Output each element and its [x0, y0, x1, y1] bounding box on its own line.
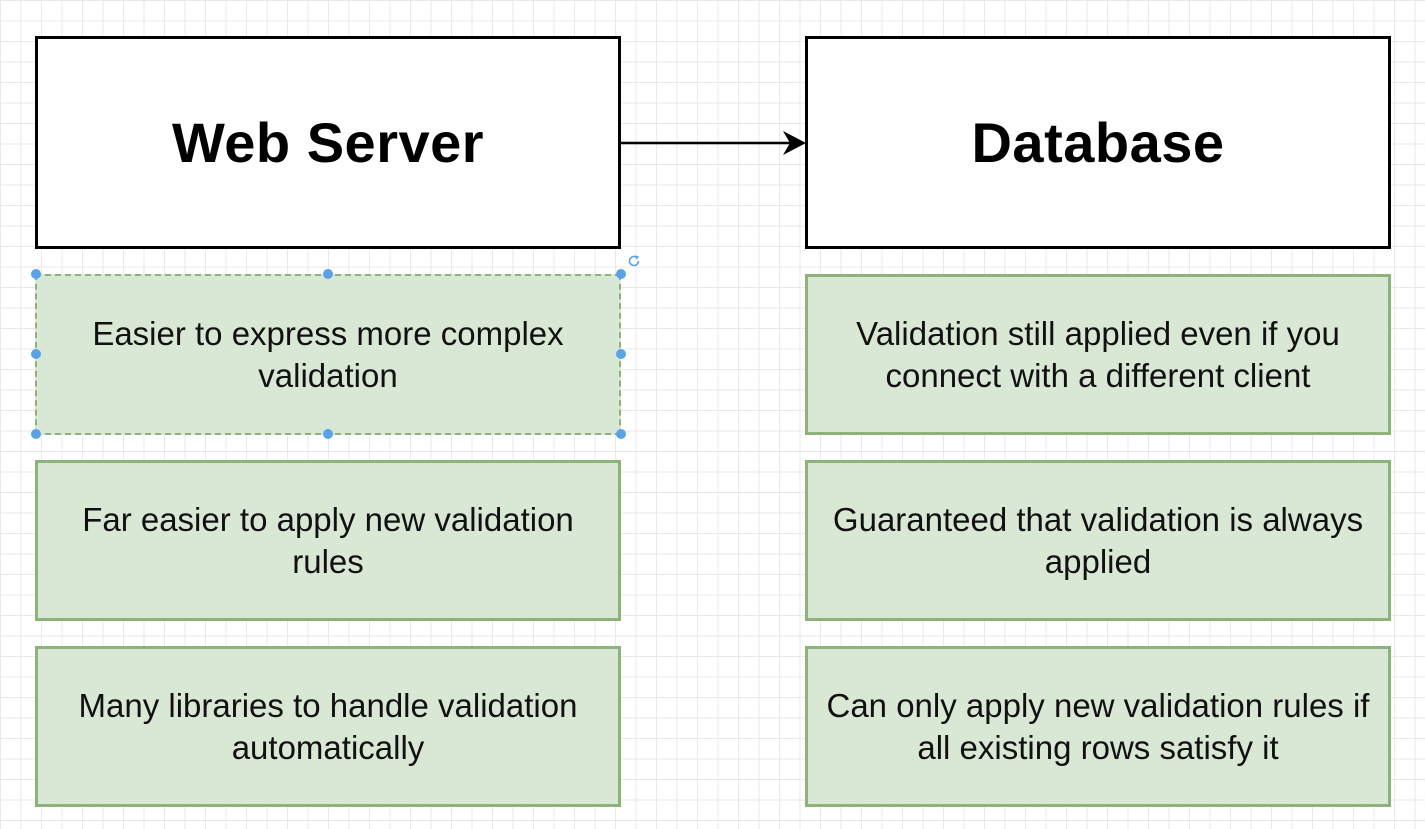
database-note-2[interactable]: Guaranteed that validation is always app… — [805, 460, 1391, 621]
database-node[interactable]: Database — [805, 36, 1391, 249]
note-text: Guaranteed that validation is always app… — [832, 500, 1364, 580]
note-text: Easier to express more complex validatio… — [92, 314, 564, 394]
resize-handle-top-left[interactable] — [31, 269, 41, 279]
resize-handle-bottom-right[interactable] — [616, 429, 626, 439]
resize-handle-left[interactable] — [31, 349, 41, 359]
database-note-3[interactable]: Can only apply new validation rules if a… — [805, 646, 1391, 807]
rotate-icon[interactable] — [626, 254, 642, 270]
resize-handle-bottom[interactable] — [323, 429, 333, 439]
database-label: Database — [971, 111, 1225, 174]
resize-handle-top[interactable] — [323, 269, 333, 279]
note-text: Can only apply new validation rules if a… — [826, 686, 1370, 766]
database-note-1[interactable]: Validation still applied even if you con… — [805, 274, 1391, 435]
web-server-label: Web Server — [171, 111, 485, 174]
resize-handle-top-right[interactable] — [616, 269, 626, 279]
resize-handle-right[interactable] — [616, 349, 626, 359]
arrowhead — [783, 131, 806, 155]
web-server-note-3[interactable]: Many libraries to handle validation auto… — [35, 646, 621, 807]
resize-handle-bottom-left[interactable] — [31, 429, 41, 439]
web-server-node[interactable]: Web Server — [35, 36, 621, 249]
note-text: Many libraries to handle validation auto… — [78, 686, 578, 766]
rotate-icon-glyph — [628, 255, 640, 267]
note-text: Far easier to apply new validation rules — [82, 500, 574, 580]
note-text: Validation still applied even if you con… — [856, 314, 1340, 394]
web-server-note-2[interactable]: Far easier to apply new validation rules — [35, 460, 621, 621]
web-server-note-1[interactable]: Easier to express more complex validatio… — [35, 274, 621, 435]
